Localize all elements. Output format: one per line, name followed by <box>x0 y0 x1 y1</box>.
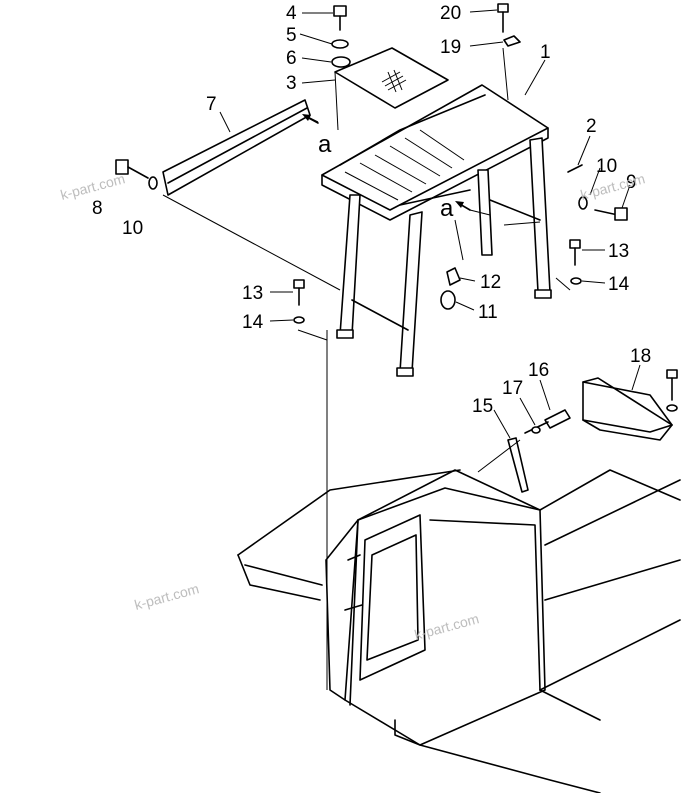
washer-part-10-left <box>148 176 158 190</box>
washer-part-6 <box>331 56 351 68</box>
view-arrows <box>302 114 471 211</box>
grating <box>344 129 465 201</box>
washer-part-10-right <box>578 196 588 210</box>
callout-11: 11 <box>478 302 498 323</box>
stand-part-1 <box>321 84 552 377</box>
pin-part-2 <box>567 164 583 173</box>
callout-15: 15 <box>472 396 493 417</box>
callout-labels: 4 5 6 3 20 19 1 7 2 10 9 8 10 13 14 13 1… <box>92 3 651 417</box>
callout-18: 18 <box>630 346 651 367</box>
plate-part-3 <box>334 47 449 109</box>
callout-6: 6 <box>286 48 297 69</box>
callout-10-left: 10 <box>122 218 143 239</box>
callout-13-left: 13 <box>242 283 263 304</box>
bolt-part-20 <box>497 3 509 33</box>
view-ref-a-right: a <box>440 195 454 222</box>
nut-part-12 <box>446 267 461 286</box>
stay-part-15 <box>507 437 529 493</box>
callout-13-right: 13 <box>608 241 629 262</box>
callout-1: 1 <box>540 42 551 63</box>
cover-part-18 <box>582 377 673 441</box>
bolt-part-9 <box>594 207 628 221</box>
callout-leaders <box>219 9 641 439</box>
callout-12: 12 <box>480 272 501 293</box>
operator-cab <box>325 469 546 746</box>
callout-2: 2 <box>586 116 597 137</box>
side-plate-part-7 <box>162 99 311 196</box>
washer-part-5 <box>331 39 349 49</box>
bolt-part-4 <box>333 5 347 31</box>
upper-frame <box>237 469 681 793</box>
washer-part-17 <box>531 426 541 434</box>
bolt-part-8 <box>115 159 149 179</box>
washer-part-14-right <box>570 277 582 285</box>
watermark-text: k-part.com <box>133 580 201 613</box>
callout-14-right: 14 <box>608 274 630 295</box>
callout-7: 7 <box>206 94 217 115</box>
callout-9: 9 <box>626 172 637 193</box>
callout-17: 17 <box>502 378 523 399</box>
callout-8: 8 <box>92 198 103 219</box>
callout-10-right: 10 <box>596 156 617 177</box>
bolt-icon <box>666 369 678 412</box>
bolt-part-13-left <box>293 279 305 306</box>
callout-19: 19 <box>440 37 461 58</box>
view-ref-a-left: a <box>318 131 332 158</box>
callout-14-left: 14 <box>242 312 264 333</box>
assembly-lines <box>162 47 571 690</box>
callout-5: 5 <box>286 25 297 46</box>
plate-part-19 <box>503 35 521 47</box>
callout-16: 16 <box>528 360 549 381</box>
callout-4: 4 <box>286 3 297 24</box>
bolt-part-13-right <box>569 239 581 266</box>
callout-3: 3 <box>286 73 297 94</box>
knob-part-11 <box>440 290 456 310</box>
washer-part-14-left <box>293 316 305 324</box>
callout-20: 20 <box>440 3 461 24</box>
